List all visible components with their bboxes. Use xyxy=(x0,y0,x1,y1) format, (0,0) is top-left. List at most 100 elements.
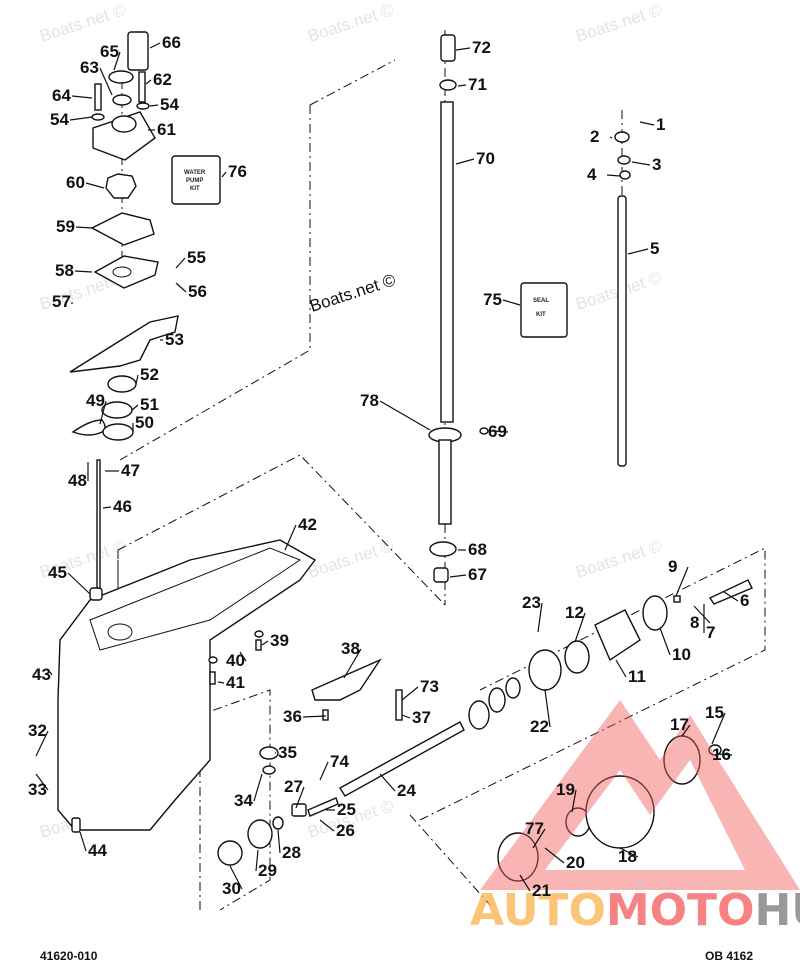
part-69-lower xyxy=(438,439,452,525)
part-53 xyxy=(69,315,179,373)
leader-line xyxy=(255,849,259,872)
part-21-carrier xyxy=(497,832,539,882)
callout-12: 12 xyxy=(565,603,584,622)
callout-38: 38 xyxy=(341,639,360,658)
callout-36: 36 xyxy=(283,707,302,726)
part-61 xyxy=(138,71,146,103)
leader-line xyxy=(319,761,329,781)
kit-75-line2: PUMP xyxy=(186,178,203,184)
part-63 xyxy=(94,83,102,111)
leader-line xyxy=(519,874,531,892)
leader-line xyxy=(723,591,739,602)
callout-65: 65 xyxy=(100,42,119,61)
driveshaft-parts: SEAL KIT xyxy=(428,34,568,583)
part-51 xyxy=(101,401,133,419)
part-67 xyxy=(429,541,457,557)
kit-74-line2: KIT xyxy=(536,312,546,318)
callout-25: 25 xyxy=(337,800,356,819)
callout-52: 52 xyxy=(140,365,159,384)
callout-61: 61 xyxy=(157,120,176,139)
callout-18: 18 xyxy=(618,847,637,866)
callout-73: 73 xyxy=(420,677,439,696)
leader-line xyxy=(449,574,467,578)
leader-line xyxy=(49,671,53,676)
callout-51: 51 xyxy=(140,395,159,414)
callout-4: 4 xyxy=(587,165,597,184)
part-52 xyxy=(107,375,137,393)
leader-line xyxy=(675,566,689,597)
leader-line xyxy=(491,430,509,433)
leader-line xyxy=(295,786,305,809)
logo-triangle-icon xyxy=(480,700,800,890)
part-40 xyxy=(254,630,264,638)
callout-35: 35 xyxy=(278,743,297,762)
leader-line xyxy=(131,404,139,411)
leader-line xyxy=(455,47,471,51)
part-12 xyxy=(564,640,590,674)
propshaft-parts xyxy=(217,579,753,882)
part-66 xyxy=(433,567,449,583)
callout-20: 20 xyxy=(566,853,585,872)
shift-rod-parts xyxy=(614,131,631,467)
callout-62: 62 xyxy=(153,70,172,89)
part-4 xyxy=(619,170,631,180)
part-60 xyxy=(92,111,156,161)
callout-6: 6 xyxy=(740,591,749,610)
callout-16: 16 xyxy=(712,745,731,764)
callout-48: 48 xyxy=(68,471,87,490)
callout-40: 40 xyxy=(226,651,245,670)
callout-37: 37 xyxy=(412,708,431,727)
callout-8: 8 xyxy=(690,613,699,632)
part-36 xyxy=(322,709,329,721)
part-41 xyxy=(209,671,216,685)
part-38 xyxy=(311,658,382,701)
callout-33: 33 xyxy=(28,780,47,799)
callout-56: 56 xyxy=(188,282,207,301)
callout-7: 7 xyxy=(706,623,715,642)
callout-21: 21 xyxy=(532,881,551,900)
part-34 xyxy=(262,765,276,775)
callout-32: 32 xyxy=(28,721,47,740)
part-22-gear xyxy=(468,700,490,730)
part-69 xyxy=(440,101,454,423)
callout-72: 72 xyxy=(472,38,491,57)
callout-19: 19 xyxy=(556,780,575,799)
leader-line xyxy=(627,248,649,255)
callout-53: 53 xyxy=(165,330,184,349)
leader-line xyxy=(639,121,655,126)
callout-3: 3 xyxy=(652,155,661,174)
callout-17: 17 xyxy=(670,715,689,734)
part-22 xyxy=(528,649,562,691)
part-45 xyxy=(89,587,103,601)
callout-71: 71 xyxy=(468,75,487,94)
callout-68: 68 xyxy=(468,540,487,559)
callout-34: 34 xyxy=(234,791,253,810)
part-68 xyxy=(479,427,489,435)
part-27 xyxy=(291,803,307,817)
part-58 xyxy=(90,212,155,246)
leader-line xyxy=(35,730,49,757)
part-57-bore xyxy=(112,266,132,278)
callout-9: 9 xyxy=(668,557,677,576)
leader-line xyxy=(229,865,243,890)
leader-line xyxy=(319,819,335,832)
sheet-code: OB 4162 xyxy=(705,949,753,963)
leader-line xyxy=(379,773,396,792)
part-60-bore xyxy=(111,115,137,133)
callout-69: 69 xyxy=(488,422,507,441)
part-30 xyxy=(217,840,243,866)
leader-line xyxy=(659,627,671,656)
part-74 xyxy=(520,282,568,338)
part-42 xyxy=(57,539,317,831)
part-2 xyxy=(614,131,630,143)
leader-line xyxy=(544,847,565,864)
watermark: Boats.net © xyxy=(573,0,664,46)
part-50 xyxy=(102,423,134,441)
leader-line xyxy=(79,831,87,852)
part-65 xyxy=(127,31,149,71)
leader-line xyxy=(145,79,152,85)
callout-55: 55 xyxy=(187,248,206,267)
part-6 xyxy=(708,579,753,605)
leader-line xyxy=(571,789,577,813)
